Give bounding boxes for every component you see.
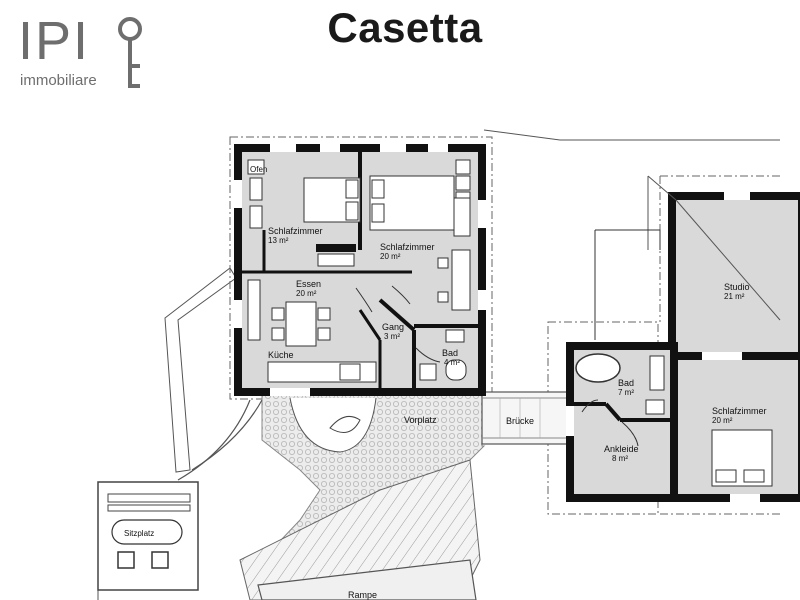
label-schlaf3-area: 20 m² xyxy=(712,416,733,425)
label-studio-name: Studio xyxy=(724,282,750,292)
label-ofen: Ofen xyxy=(250,165,267,174)
casetta-building xyxy=(234,144,486,396)
sitzplatz-area xyxy=(97,481,199,591)
room-labels: Ofen Schlafzimmer 13 m² Schlafzimmer 20 … xyxy=(124,165,767,600)
path-curve-inner xyxy=(177,399,251,481)
label-bad2-name: Bad xyxy=(618,378,634,388)
label-ankleide-area: 8 m² xyxy=(612,454,628,463)
label-rampe: Rampe xyxy=(348,590,377,600)
label-bruecke: Brücke xyxy=(506,416,534,426)
page-title: Casetta xyxy=(327,4,483,51)
label-bad2-area: 7 m² xyxy=(618,388,634,397)
label-essen-area: 20 m² xyxy=(296,289,317,298)
path-curve xyxy=(191,399,263,471)
label-bad1-area: 4 m² xyxy=(444,358,460,367)
logo-mark: IPI xyxy=(18,11,91,71)
ramp xyxy=(257,559,477,600)
label-vorplatz: Vorplatz xyxy=(404,415,437,425)
ipi-logo: IPI immobiliare xyxy=(18,11,150,92)
leaf-symbol xyxy=(329,415,361,433)
slope-hatch xyxy=(239,459,481,600)
label-bad1-name: Bad xyxy=(442,348,458,358)
key-icon xyxy=(118,17,142,88)
label-schlaf2-name: Schlafzimmer xyxy=(380,242,435,252)
right-building xyxy=(566,175,800,502)
label-studio-area: 21 m² xyxy=(724,292,745,301)
label-sitzplatz: Sitzplatz xyxy=(124,529,154,538)
label-gang-name: Gang xyxy=(382,322,404,332)
label-kueche: Küche xyxy=(268,350,294,360)
label-schlaf1-name: Schlafzimmer xyxy=(268,226,323,236)
label-schlaf2-area: 20 m² xyxy=(380,252,401,261)
label-schlaf1-area: 13 m² xyxy=(268,236,289,245)
label-gang-area: 3 m² xyxy=(384,332,400,341)
bridge xyxy=(481,391,569,445)
logo-subtitle: immobiliare xyxy=(20,72,97,89)
label-schlaf3-name: Schlafzimmer xyxy=(712,406,767,416)
label-ankleide-name: Ankleide xyxy=(604,444,639,454)
label-essen-name: Essen xyxy=(296,279,321,289)
